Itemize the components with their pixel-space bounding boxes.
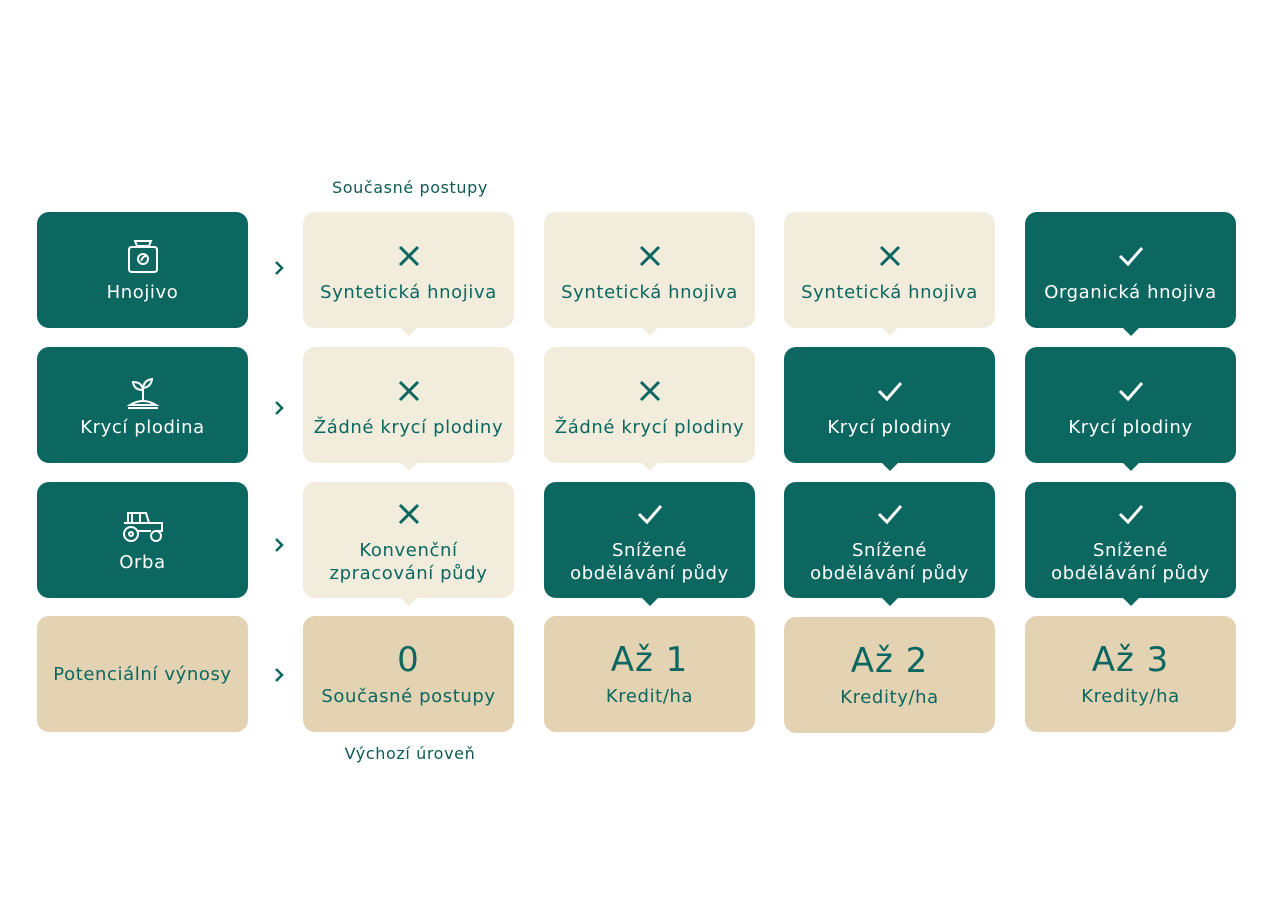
practice-text: Organická hnojiva [1044,281,1217,303]
cross-icon [876,237,904,275]
practice-card: Organická hnojiva [1025,212,1236,336]
yield-card: Až 1 Kredit/ha [544,616,755,732]
row-label-fertilizer: Hnojivo [37,212,248,328]
check-icon [1117,237,1145,275]
practice-text: Žádné krycí plodiny [313,416,504,438]
yield-card: Až 3 Kredity/ha [1025,616,1236,732]
row-label-cover-crop: Krycí plodina [37,347,248,463]
practice-text: Konvenční [359,540,458,561]
practice-card: Snížené obdělávání půdy [784,482,995,606]
practice-text-line2: obdělávání půdy [810,563,969,584]
yield-value: Až 2 [850,641,929,681]
cross-icon [636,372,664,410]
yield-unit: Kredity/ha [1081,686,1180,707]
practice-text: Krycí plodiny [1068,416,1193,438]
practice-card: Krycí plodiny [1025,347,1236,471]
practice-text: Žádné krycí plodiny [554,416,745,438]
practice-card: Žádné krycí plodiny [544,347,755,471]
practice-card: Žádné krycí plodiny [303,347,514,471]
chevron-right-icon [271,258,287,278]
practice-card: Snížené obdělávání půdy [544,482,755,606]
yield-unit: Kredit/ha [605,686,694,707]
chevron-right-icon [271,665,287,685]
caption-current-practices: Současné postupy [331,178,488,197]
practice-text: Syntetická hnojiva [561,281,738,303]
practice-text-line2: obdělávání půdy [1051,563,1210,584]
row-label-potential-yields: Potenciální výnosy [37,616,248,732]
practice-text: Snížené [1092,540,1169,561]
row-label-tillage: Orba [37,482,248,598]
yield-unit: Současné postupy [321,686,496,707]
practice-card: Syntetická hnojiva [784,212,995,336]
cross-icon [395,237,423,275]
practice-card: Syntetická hnojiva [303,212,514,336]
cross-icon [395,495,423,533]
row-label-text: Potenciální výnosy [53,663,232,685]
practice-text: Syntetická hnojiva [801,281,978,303]
practice-text-line2: zpracování půdy [329,563,488,584]
practice-text-line2: obdělávání půdy [570,563,729,584]
practice-card: Konvenční zpracování půdy [303,482,514,606]
yield-card: 0 Současné postupy [303,616,514,732]
row-label-text: Hnojivo [106,281,179,303]
yield-value: 0 [397,640,420,680]
practice-card: Krycí plodiny [784,347,995,471]
cross-icon [636,237,664,275]
row-label-text: Krycí plodina [80,416,205,438]
row-label-text: Orba [119,551,166,573]
check-icon [636,495,664,533]
tractor-icon [120,507,166,545]
cross-icon [395,372,423,410]
yield-value: Až 3 [1091,640,1170,680]
check-icon [876,372,904,410]
sprout-icon [125,372,160,410]
practice-text: Krycí plodiny [827,416,952,438]
chevron-right-icon [271,535,287,555]
practice-card: Snížené obdělávání půdy [1025,482,1236,606]
chevron-right-icon [271,398,287,418]
check-icon [1117,372,1145,410]
practice-text: Syntetická hnojiva [320,281,497,303]
check-icon [1117,495,1145,533]
check-icon [876,495,904,533]
fertilizer-bag-icon [126,237,160,275]
yield-value: Až 1 [610,640,689,680]
yield-unit: Kredity/ha [840,687,939,708]
caption-baseline: Výchozí úroveň [344,744,476,763]
yield-card: Až 2 Kredity/ha [784,617,995,733]
practice-text: Snížené [611,540,688,561]
practice-card: Syntetická hnojiva [544,212,755,336]
practice-text: Snížené [851,540,928,561]
